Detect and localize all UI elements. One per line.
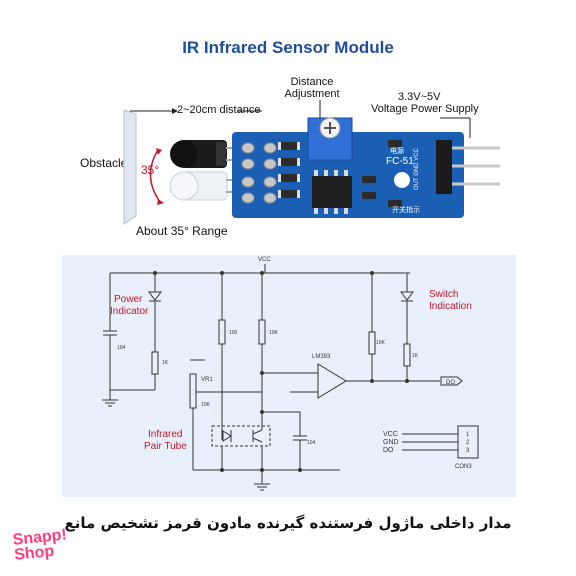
persian-caption: مدار داخلی ماژول فرستنده گیرنده مادون قر…: [64, 514, 512, 532]
board-marking-top: 电源: [390, 146, 404, 155]
power-led-symbol: [148, 291, 162, 301]
res-10k-mid-value: 10K: [269, 330, 279, 336]
switch-led-symbol: [400, 291, 414, 301]
adjust-label-line1: Distance: [290, 76, 334, 88]
res-10k-right-value: 10K: [376, 340, 386, 346]
res-100-value: 100: [229, 330, 238, 336]
power-label-line1: 3.3V~5V: [398, 91, 441, 103]
cap-bottom-value: 104: [307, 440, 316, 446]
pin-3-label: 3: [466, 448, 470, 454]
do-tag-text: DO: [446, 380, 455, 386]
infrared-pair-tube: [211, 425, 271, 447]
range-label: About 35° Range: [136, 224, 228, 238]
vr1-value: 10K: [201, 402, 211, 408]
vr1-label: VR1: [201, 377, 213, 383]
potentiometer-vr1: [189, 373, 197, 409]
pin-2-label: 2: [466, 440, 470, 446]
resistor-10k-right: [368, 331, 376, 355]
comparator-lm393: [317, 363, 347, 399]
schematic-panel: [62, 255, 516, 497]
cap-left-value: 104: [117, 345, 126, 351]
pin-gnd-label: GND: [383, 439, 399, 446]
vcc-label: VCC: [258, 257, 271, 263]
connector-label: CON3: [455, 464, 472, 470]
switch-indication-line2: Indication: [429, 301, 472, 312]
resistor-10k-mid: [258, 319, 266, 345]
obstacle-plate: [123, 109, 137, 225]
distance-label: 2~20cm distance: [177, 104, 261, 116]
power-label-line2: Voltage Power Supply: [371, 103, 479, 115]
pin-1-label: 1: [466, 432, 470, 438]
lm393-chip: [312, 176, 352, 208]
resistor-1k-left: [151, 351, 159, 375]
resistor-1k-right: [403, 343, 411, 367]
comparator-label: LM393: [312, 354, 331, 360]
switch-indication-line1: Switch: [429, 289, 458, 300]
resistor-100: [218, 319, 226, 345]
res-1k-left-value: 1K: [162, 360, 169, 366]
pin-vcc-label: VCC: [383, 431, 398, 438]
infrared-line2: Pair Tube: [144, 441, 187, 452]
res-1k-right-value: 1K: [412, 353, 419, 359]
pin-do-label: DO: [383, 447, 394, 454]
do-output-tag: [440, 376, 463, 386]
sensor-module-illustration: FC-51 OUT GND VCC 电源 开关指示: [123, 100, 500, 225]
snappshop-logo: Snapp! Shop: [12, 526, 69, 563]
board-model-text: FC-51: [386, 156, 414, 167]
board-pin-labels: OUT GND VCC: [414, 147, 420, 190]
adjust-label-line2: Adjustment: [284, 88, 340, 100]
header-pins: [436, 140, 452, 194]
page-title: IR Infrared Sensor Module: [182, 38, 394, 57]
mounting-hole: [394, 172, 410, 188]
power-indicator-line1: Power: [114, 294, 143, 305]
power-indicator-line2: Indicator: [110, 306, 149, 317]
board-marking-bottom: 开关指示: [392, 205, 420, 214]
angle-arc: [149, 149, 161, 203]
infrared-line1: Infrared: [148, 429, 182, 440]
obstacle-label: Obstacle: [80, 156, 128, 170]
